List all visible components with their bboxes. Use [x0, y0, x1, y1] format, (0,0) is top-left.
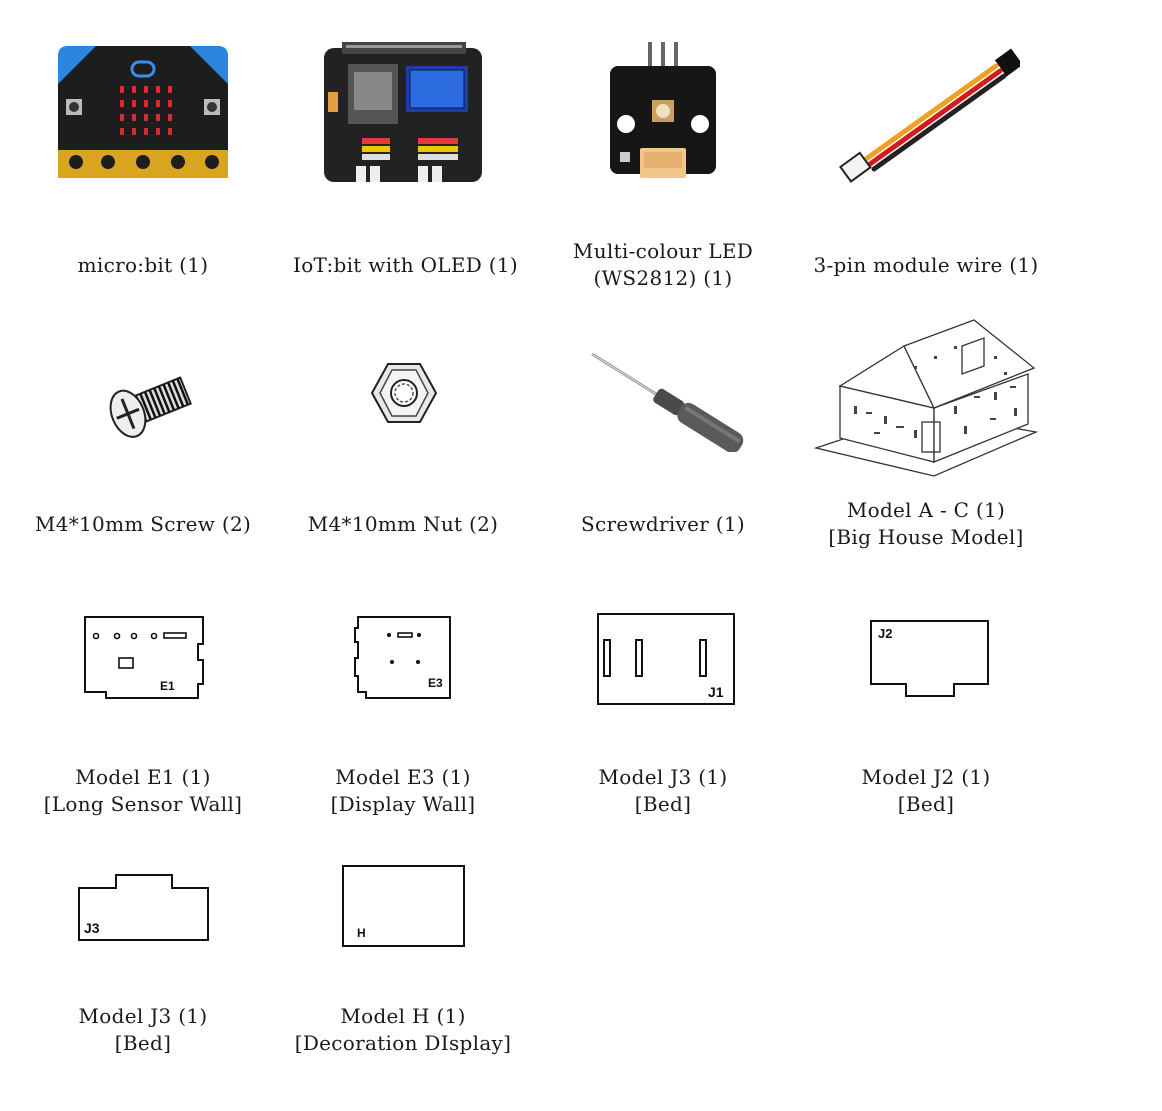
- panel-label: J2: [878, 626, 892, 641]
- rgb-led-module-icon: [610, 42, 716, 178]
- item-caption: Model J3 (1) [Bed]: [33, 1003, 253, 1057]
- item-caption: Model J3 (1) [Bed]: [563, 764, 763, 818]
- item-caption: Multi-colour LED (WS2812) (1): [563, 238, 763, 292]
- panel-label: E3: [428, 676, 443, 690]
- caption-line: Screwdriver (1): [580, 512, 746, 536]
- panel-e1-icon: E1: [84, 616, 204, 699]
- caption-line: Model E1 (1): [75, 765, 211, 789]
- caption-line: Model J3 (1): [78, 1004, 208, 1028]
- caption-line: [Bed]: [897, 792, 955, 816]
- caption-line: [Display Wall]: [330, 792, 476, 816]
- screwdriver-icon: [591, 352, 744, 452]
- caption-line: Model H (1): [340, 1004, 466, 1028]
- module-wire-icon: [838, 48, 1020, 183]
- caption-line: Model A - C (1): [846, 498, 1006, 522]
- microbit-board-icon: [58, 46, 228, 178]
- item-caption: Model H (1) [Decoration DIsplay]: [283, 1003, 523, 1057]
- panel-j3-icon: J3: [78, 874, 209, 941]
- item-caption: Screwdriver (1): [563, 511, 763, 538]
- item-caption: 3-pin module wire (1): [813, 252, 1039, 279]
- panel-label: J1: [708, 684, 724, 700]
- caption-line: 3-pin module wire (1): [813, 253, 1039, 277]
- panel-j2-icon: J2: [870, 620, 989, 697]
- caption-line: [Bed]: [114, 1031, 172, 1055]
- caption-line: M4*10mm Nut (2): [307, 512, 499, 536]
- caption-line: [Big House Model]: [828, 525, 1024, 549]
- panel-e3-icon: E3: [354, 616, 451, 699]
- item-caption: Model E1 (1) [Long Sensor Wall]: [33, 764, 253, 818]
- nut-icon: [370, 363, 438, 423]
- panel-label: H: [357, 926, 366, 940]
- item-caption: Model E3 (1) [Display Wall]: [293, 764, 513, 818]
- caption-line: [Long Sensor Wall]: [43, 792, 243, 816]
- item-caption: IoT:bit with OLED (1): [293, 252, 518, 279]
- item-caption: Model A - C (1) [Big House Model]: [813, 497, 1039, 551]
- item-caption: M4*10mm Screw (2): [33, 511, 253, 538]
- item-caption: M4*10mm Nut (2): [293, 511, 513, 538]
- caption-line: (WS2812) (1): [593, 266, 733, 290]
- caption-line: IoT:bit with OLED (1): [293, 253, 518, 277]
- item-caption: micro:bit (1): [43, 252, 243, 279]
- iotbit-board-icon: [324, 42, 482, 182]
- screw-icon: [109, 376, 192, 438]
- panel-j1-icon: J1: [597, 613, 735, 705]
- caption-line: Multi-colour LED: [572, 239, 754, 263]
- panel-label: J3: [84, 920, 100, 936]
- caption-line: Model J2 (1): [861, 765, 991, 789]
- caption-line: [Decoration DIsplay]: [294, 1031, 512, 1055]
- caption-line: Model J3 (1): [598, 765, 728, 789]
- caption-line: [Bed]: [634, 792, 692, 816]
- caption-line: Model E3 (1): [335, 765, 471, 789]
- caption-line: micro:bit (1): [77, 253, 209, 277]
- panel-label: E1: [160, 679, 175, 693]
- caption-line: M4*10mm Screw (2): [34, 512, 252, 536]
- panel-h-icon: H: [342, 865, 465, 947]
- house-model-icon: [814, 319, 1038, 477]
- item-caption: Model J2 (1) [Bed]: [813, 764, 1039, 818]
